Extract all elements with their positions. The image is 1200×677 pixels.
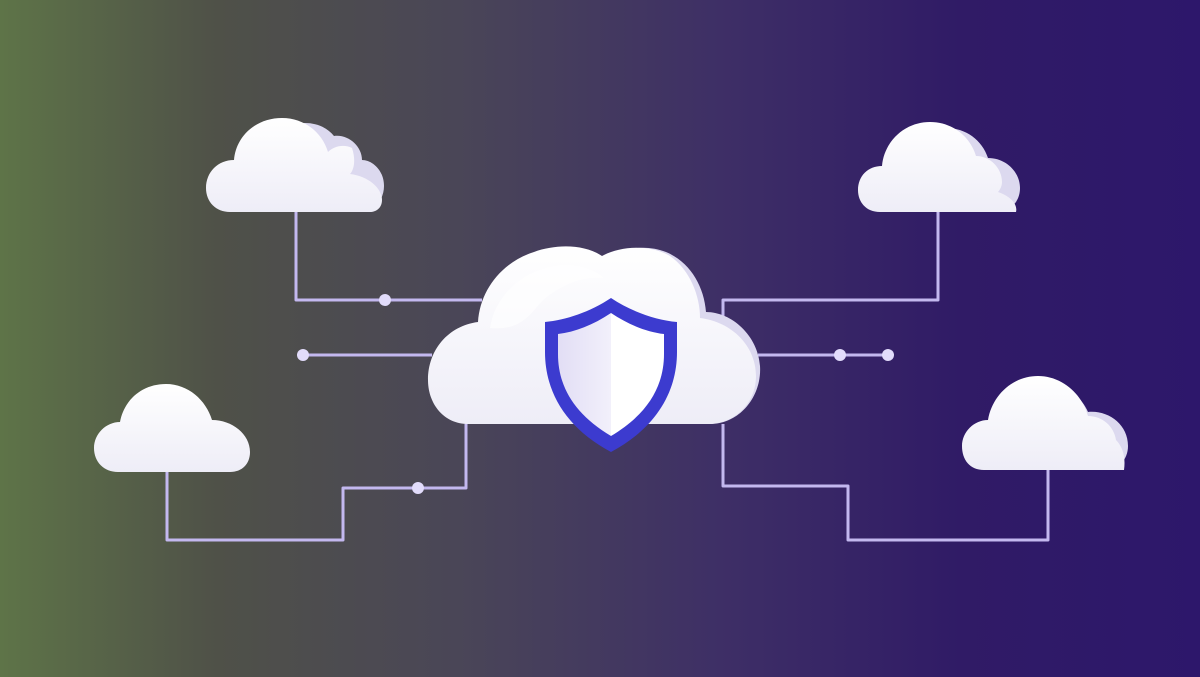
cloud-icon-bottom-left xyxy=(94,384,250,472)
connector-top-right xyxy=(721,210,940,322)
connector-bottom-right xyxy=(721,424,1050,542)
node-top-left xyxy=(379,294,391,306)
cloud-icon-bottom-right xyxy=(962,376,1128,470)
node-bottom-left xyxy=(412,482,424,494)
connector-top-left xyxy=(294,210,482,302)
node-mid-right-end xyxy=(882,349,894,361)
shield-icon xyxy=(545,298,677,452)
node-mid-right xyxy=(834,349,846,361)
connector-nodes xyxy=(297,294,894,494)
node-mid-left-end xyxy=(297,349,309,361)
connector-bottom-left xyxy=(165,424,468,542)
cloud-icon-top-right xyxy=(858,122,1020,212)
cloud-icon-top-left xyxy=(206,118,384,212)
connector-lines xyxy=(165,210,1050,542)
